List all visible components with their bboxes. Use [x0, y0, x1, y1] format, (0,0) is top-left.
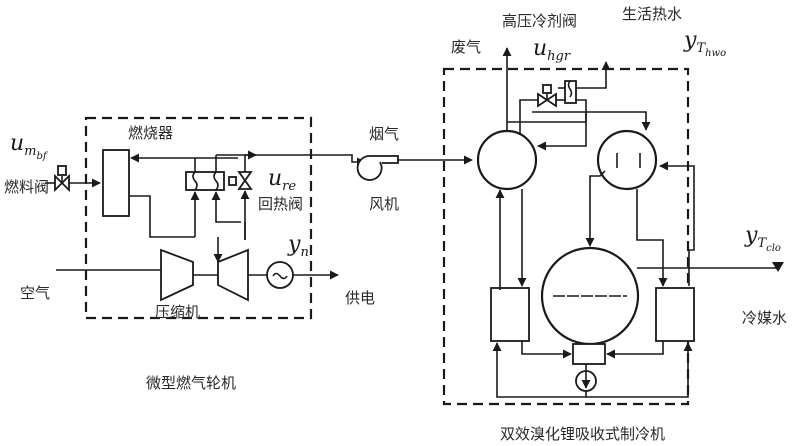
symbol-subsub: bf [36, 151, 47, 162]
symbol-sub: m [24, 144, 37, 159]
hp-refrigerant-control-input-symbol: uhgr [533, 36, 570, 64]
exhaust-label: 废气 [451, 38, 482, 56]
symbol-main: u [268, 166, 283, 191]
symbol-sub: T [696, 41, 706, 56]
recuperator-icon [185, 150, 257, 237]
chilled-water-label: 冷媒水 [742, 309, 788, 327]
flue-gas-line [245, 154, 366, 167]
fuel-valve-label: 燃料阀 [4, 178, 50, 196]
hp-refrigerant-valve-label: 高压冷剂阀 [502, 12, 578, 30]
recuperator-valve-icon [228, 155, 253, 240]
power-supply-label: 供电 [345, 289, 376, 307]
heat-exchanger-block [655, 287, 695, 342]
burner-feed-line [129, 153, 238, 238]
fuel-valve-icon [45, 165, 101, 193]
fan-label: 风机 [369, 195, 400, 213]
lp-generator-block [490, 287, 530, 342]
compressor-label: 压缩机 [155, 303, 201, 321]
hp-generator-vessel [476, 129, 538, 191]
symbol-main: u [533, 36, 548, 61]
symbol-main: u [10, 131, 25, 156]
recuperator-valve-label: 回热阀 [258, 195, 304, 213]
symbol-main: y [288, 232, 301, 257]
symbol-subsub: clo [766, 243, 781, 254]
symbol-sub: re [282, 179, 297, 194]
hot-water-temp-output-symbol: yThwo [684, 28, 726, 59]
hp-refrigerant-valve-icon [519, 84, 565, 134]
condenser-vessel [596, 129, 658, 191]
chiller-boundary [442, 67, 690, 406]
domestic-hot-water-label: 生活热水 [622, 5, 683, 23]
symbol-main: y [745, 223, 758, 248]
chilled-water-temp-output-symbol: yTclo [745, 223, 781, 254]
symbol-sub: n [300, 245, 309, 260]
symbol-subsub: hwo [705, 48, 727, 59]
generator-icon [248, 261, 339, 289]
flue-gas-label: 烟气 [369, 125, 400, 143]
speed-output-symbol: yn [288, 232, 309, 260]
symbol-sub: T [757, 236, 767, 251]
turbine-icon [213, 237, 249, 302]
fuel-control-input-symbol: umbf [10, 131, 47, 162]
symbol-main: y [684, 28, 697, 53]
compressor-icon [160, 248, 194, 302]
chiller-caption: 双效溴化锂吸收式制冷机 [500, 425, 666, 443]
hot-water-exchanger-icon [507, 61, 651, 151]
microturbine-caption: 微型燃气轮机 [146, 374, 237, 392]
air-label: 空气 [20, 284, 51, 302]
burner-block [102, 149, 130, 217]
symbol-sub: hgr [547, 49, 571, 64]
microturbine-boundary [84, 116, 313, 320]
pump-block [572, 343, 606, 365]
fan-icon [356, 155, 473, 181]
burner-label: 燃烧器 [128, 124, 174, 142]
recuperator-control-input-symbol: ure [268, 166, 296, 194]
